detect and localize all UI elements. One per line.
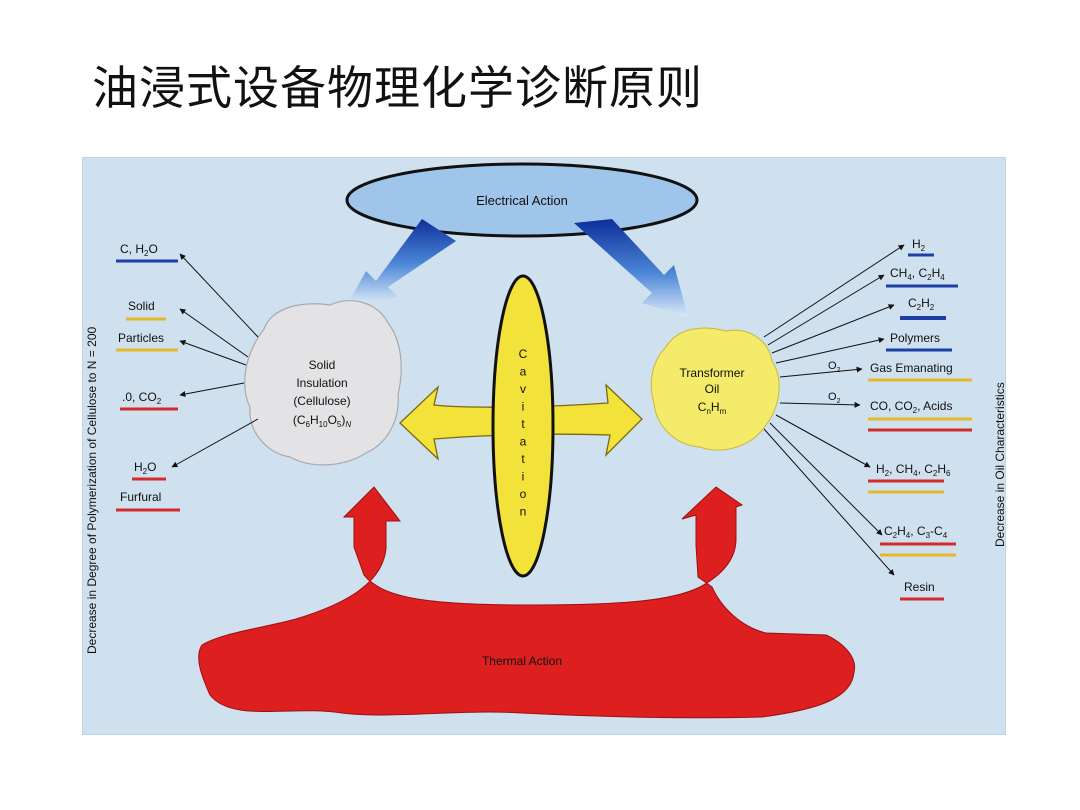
arrow-h2o: [171, 418, 259, 468]
product-c2h2: C2H2: [908, 296, 935, 312]
thermal-action-blob: [198, 486, 856, 719]
cavitation-letter: t: [521, 452, 525, 466]
arrow-resin: [763, 428, 895, 576]
diagram-figure: Decrease in Degree of Polymerization of …: [82, 157, 1006, 735]
cavitation-letter: n: [520, 505, 527, 519]
left-axis-label: Decrease in Degree of Polymerization of …: [85, 327, 99, 654]
solid-insulation-line3: (Cellulose): [293, 394, 350, 408]
cavitation-letter: o: [520, 487, 527, 501]
right-arrows: [763, 244, 905, 576]
cavitation-letter: i: [522, 400, 525, 414]
arrow-c2h4-c3: [769, 422, 883, 536]
electrical-arrow-icon: [346, 219, 456, 307]
product-c-h2o: C, H2O: [120, 242, 158, 258]
arrow-h2: [763, 244, 905, 338]
product-h2-ch4-c2h6: H2, CH4, C2H6: [876, 462, 951, 478]
arrow-polymers: [775, 337, 885, 364]
product-c2h4-c3c4: C2H4, C3-C4: [884, 524, 948, 540]
arrow-solid: [179, 308, 249, 358]
transformer-oil-formula: CnHm: [698, 400, 727, 416]
electrical-action-label: Electrical Action: [476, 193, 568, 208]
thermal-action-label: Thermal Action: [482, 654, 562, 668]
arrow-co2: [179, 382, 245, 397]
product-furfural: Furfural: [120, 490, 161, 504]
cavitation-letter: a: [520, 365, 527, 379]
solid-insulation-line2: Insulation: [296, 376, 347, 390]
solid-insulation-blob: [244, 300, 402, 466]
product-resin: Resin: [904, 580, 935, 594]
cavitation-letter: C: [519, 347, 528, 361]
cavitation-letter: v: [520, 382, 526, 396]
transformer-oil-line1: Transformer: [680, 366, 745, 380]
diagram-svg: Decrease in Degree of Polymerization of …: [82, 157, 1006, 735]
arrow-h2-ch4: [775, 414, 871, 468]
electrical-action-ellipse: [345, 162, 699, 238]
arrow-particles: [179, 340, 247, 366]
transformer-oil-line2: Oil: [705, 382, 720, 396]
product-co-acids: CO, CO2, Acids: [870, 399, 952, 415]
cavitation-letter: i: [522, 470, 525, 484]
arrow-c2h2: [771, 304, 895, 354]
left-arrows: [171, 253, 259, 468]
product-solid: Solid: [128, 299, 155, 313]
cavitation-ellipse: [491, 274, 555, 578]
electrical-arrow-icon: [574, 219, 688, 317]
product-h2o: H2O: [134, 460, 156, 476]
product-ch4-c2h4: CH4, C2H4: [890, 266, 945, 282]
product-co2: .0, CO2: [122, 390, 162, 406]
slide-title: 油浸式设备物理化学诊断原则: [92, 61, 703, 115]
cavitation-letter: t: [521, 417, 525, 431]
cavitation-letter: a: [520, 435, 527, 449]
arrow-ch4-c2h4: [767, 274, 885, 346]
solid-insulation-line1: Solid: [309, 358, 336, 372]
product-polymers: Polymers: [890, 331, 940, 345]
arrow-gas-emanating: [779, 366, 863, 378]
arrow-c-h2o: [179, 253, 259, 338]
product-gas-emanating: Gas Emanating: [870, 361, 953, 375]
right-axis-label: Decrease in Oil Characteristics: [993, 382, 1006, 547]
product-particles: Particles: [118, 331, 164, 345]
arrow-co-acids: [779, 401, 861, 408]
transformer-oil-blob: [650, 327, 780, 451]
